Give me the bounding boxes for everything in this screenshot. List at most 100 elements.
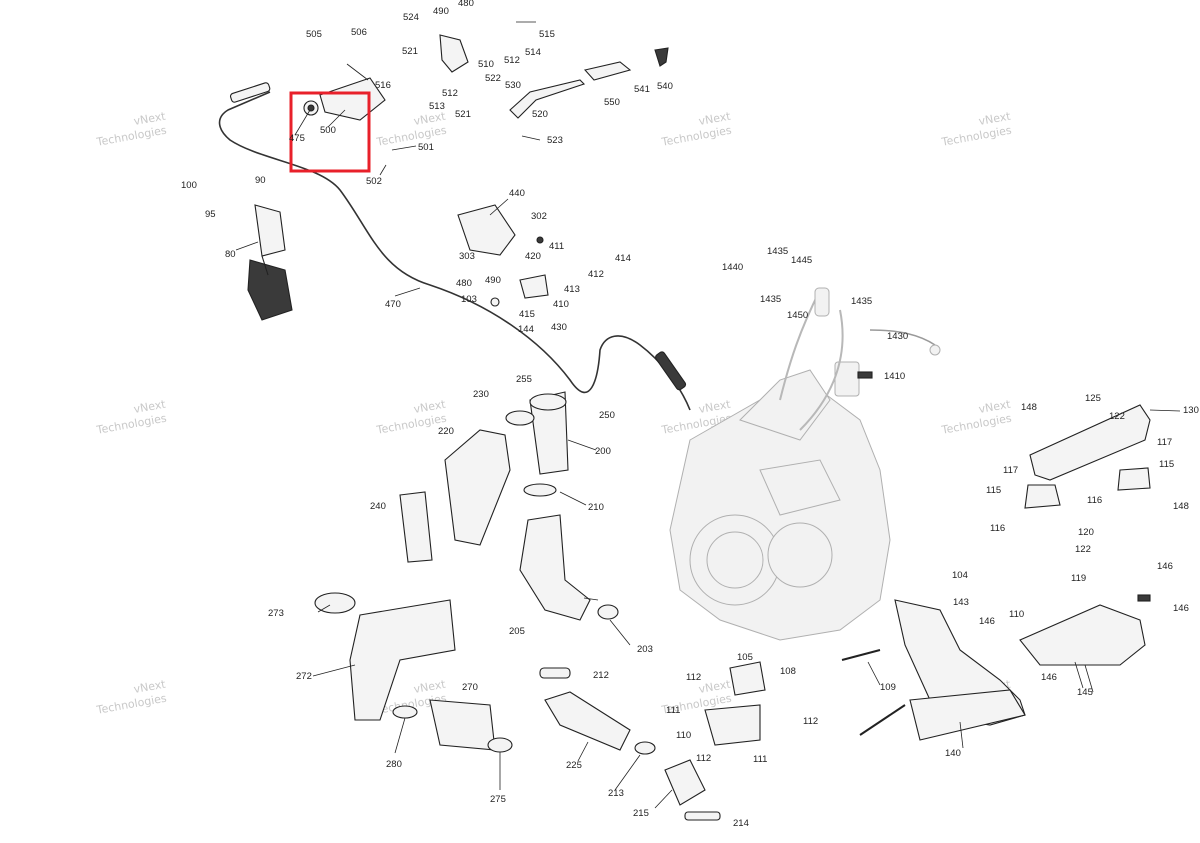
callout: 213 <box>608 788 624 799</box>
watermark: vNext Technologies <box>375 110 448 149</box>
watermark: vNext Technologies <box>95 678 168 717</box>
watermark-line-2: Technologies <box>660 124 733 149</box>
callout: 116 <box>1087 495 1102 506</box>
callout: 103 <box>461 294 477 305</box>
callout: 95 <box>205 209 216 220</box>
callout: 521 <box>402 46 418 57</box>
callout: 111 <box>666 705 680 716</box>
callout: 501 <box>418 142 434 153</box>
intake-assembly <box>314 391 721 821</box>
callout: 541 <box>634 84 650 95</box>
watermark-line-1: vNext <box>133 678 168 697</box>
callout: 117 <box>1157 437 1172 448</box>
callout: 110 <box>676 730 691 741</box>
watermark-line-1: vNext <box>133 398 168 417</box>
callout: 112 <box>696 753 711 764</box>
callout: 500 <box>320 125 336 136</box>
callout: 225 <box>566 760 582 771</box>
callout: 144 <box>518 324 534 335</box>
callout: 490 <box>433 6 449 17</box>
callout: 540 <box>657 81 673 92</box>
callout: 116 <box>990 523 1005 534</box>
callout: 203 <box>637 644 653 655</box>
engine-illustration <box>669 287 941 641</box>
watermark-line-1: vNext <box>698 398 733 417</box>
watermark: vNext Technologies <box>940 398 1013 437</box>
watermark-line-1: vNext <box>413 398 448 417</box>
watermark-line-2: Technologies <box>940 412 1013 437</box>
callout: 130 <box>1183 405 1199 416</box>
callout: 506 <box>351 27 367 38</box>
watermark: vNext Technologies <box>95 110 168 149</box>
callout: 516 <box>375 80 391 91</box>
callout: 513 <box>429 101 445 112</box>
callout: 1435 <box>760 294 781 305</box>
callout: 250 <box>599 410 615 421</box>
callout: 146 <box>1041 672 1057 683</box>
callout: 522 <box>485 73 501 84</box>
callout: 512 <box>504 55 520 66</box>
callout: 148 <box>1173 501 1189 512</box>
watermark-line-2: Technologies <box>940 124 1013 149</box>
watermark: vNext Technologies <box>95 398 168 437</box>
callout: 125 <box>1085 393 1101 404</box>
watermark: vNext Technologies <box>940 110 1013 149</box>
watermark-line-2: Technologies <box>95 124 168 149</box>
callout-labels: 524 490 480 505 506 515 521 514 512 510 … <box>181 0 1199 829</box>
callout: 470 <box>385 299 401 310</box>
callout: 111 <box>753 754 767 765</box>
callout: 148 <box>1021 402 1037 413</box>
callout: 520 <box>532 109 548 120</box>
callout: 272 <box>296 671 312 682</box>
callout: 1440 <box>722 262 743 273</box>
callout: 145 <box>1077 687 1093 698</box>
callout: 146 <box>979 616 995 627</box>
callout: 430 <box>551 322 567 333</box>
callout: 117 <box>1003 465 1018 476</box>
callout: 480 <box>458 0 474 9</box>
callout: 80 <box>225 249 236 260</box>
callout: 521 <box>455 109 471 120</box>
callout: 480 <box>456 278 472 289</box>
watermark-line-1: vNext <box>698 678 733 697</box>
leader-lines <box>235 63 1181 809</box>
callout: 112 <box>686 672 701 683</box>
callout: 1430 <box>887 331 908 342</box>
callout: 510 <box>478 59 494 70</box>
callout: 100 <box>181 180 197 191</box>
callout: 490 <box>485 275 501 286</box>
watermark-line-2: Technologies <box>95 692 168 717</box>
callout: 411 <box>549 241 564 252</box>
callout: 210 <box>588 502 604 513</box>
callout: 205 <box>509 626 525 637</box>
callout: 215 <box>633 808 649 819</box>
callout: 115 <box>986 485 1001 496</box>
callout: 273 <box>268 608 284 619</box>
watermark-line-1: vNext <box>413 678 448 697</box>
callout: 105 <box>737 652 753 663</box>
callout: 275 <box>490 794 506 805</box>
watermark-line-2: Technologies <box>95 412 168 437</box>
callout: 420 <box>525 251 541 262</box>
callout: 220 <box>438 426 454 437</box>
callout: 440 <box>509 188 525 199</box>
callout: 302 <box>531 211 547 222</box>
callout: 1410 <box>884 371 905 382</box>
callout: 255 <box>516 374 532 385</box>
callout: 303 <box>459 251 475 262</box>
callout: 530 <box>505 80 521 91</box>
mount-assembly <box>704 404 1151 746</box>
callout: 200 <box>595 446 611 457</box>
callout: 240 <box>370 501 386 512</box>
callout: 412 <box>588 269 604 280</box>
highlight-box <box>289 91 371 173</box>
watermark-line-2: Technologies <box>375 124 448 149</box>
callout: 1445 <box>791 255 812 266</box>
callout: 523 <box>547 135 563 146</box>
callout: 104 <box>952 570 968 581</box>
callout: 214 <box>733 818 749 829</box>
watermark: vNext Technologies <box>660 110 733 149</box>
callout: 122 <box>1075 544 1091 555</box>
callout: 119 <box>1071 573 1086 584</box>
watermark-line-1: vNext <box>698 110 733 129</box>
